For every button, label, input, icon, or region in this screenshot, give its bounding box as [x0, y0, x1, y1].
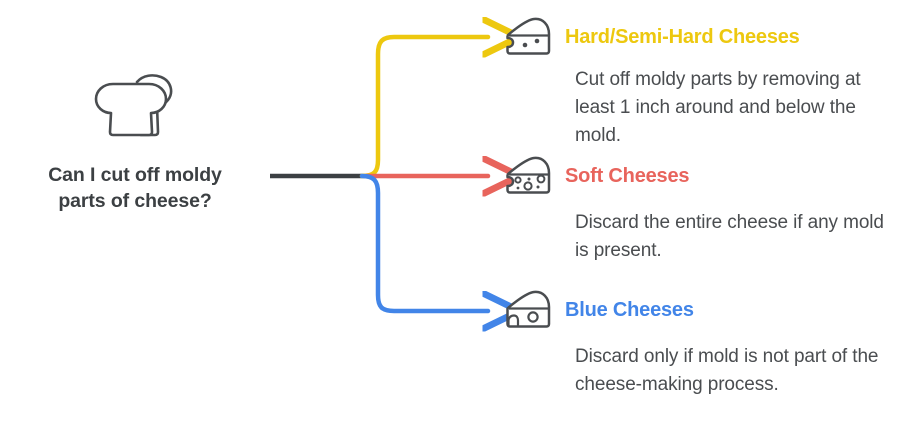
- branch-hard-semi-hard[interactable]: Hard/Semi-Hard Cheeses Cut off moldy par…: [503, 12, 895, 150]
- branch-body-soft: Discard the entire cheese if any mold is…: [575, 212, 884, 261]
- branch-header: Soft Cheeses: [503, 151, 895, 201]
- branch-header: Hard/Semi-Hard Cheeses: [503, 12, 895, 62]
- connector-blue: [359, 173, 488, 311]
- cheese-wedge-many-holes-icon: [506, 156, 551, 194]
- branch-body-blue: Discard only if mold is not part of the …: [575, 346, 879, 395]
- branch-blue[interactable]: Blue Cheeses Discard only if mold is not…: [503, 285, 895, 399]
- branch-header: Blue Cheeses: [503, 285, 895, 335]
- connector-hard-semi-hard: [359, 37, 488, 179]
- branch-title-soft: Soft Cheeses: [565, 165, 690, 187]
- cheese-wedge-one-hole-icon: [506, 290, 551, 328]
- page-title: Can I cut off moldy parts of cheese?: [0, 162, 270, 214]
- branch-soft[interactable]: Soft Cheeses Discard the entire cheese i…: [503, 151, 895, 265]
- root-question-line-2: parts of cheese?: [58, 190, 212, 212]
- root-node: Can I cut off moldy parts of cheese?: [0, 70, 270, 214]
- bread-slices-icon: [94, 74, 173, 137]
- root-question-line-1: Can I cut off moldy: [48, 164, 222, 186]
- branch-body-hard-semi-hard: Cut off moldy parts by removing at least…: [575, 69, 861, 146]
- branch-title-blue: Blue Cheeses: [565, 299, 694, 321]
- branch-title-hard-semi-hard: Hard/Semi-Hard Cheeses: [565, 26, 800, 48]
- cheese-wedge-two-dots-icon: [506, 17, 551, 55]
